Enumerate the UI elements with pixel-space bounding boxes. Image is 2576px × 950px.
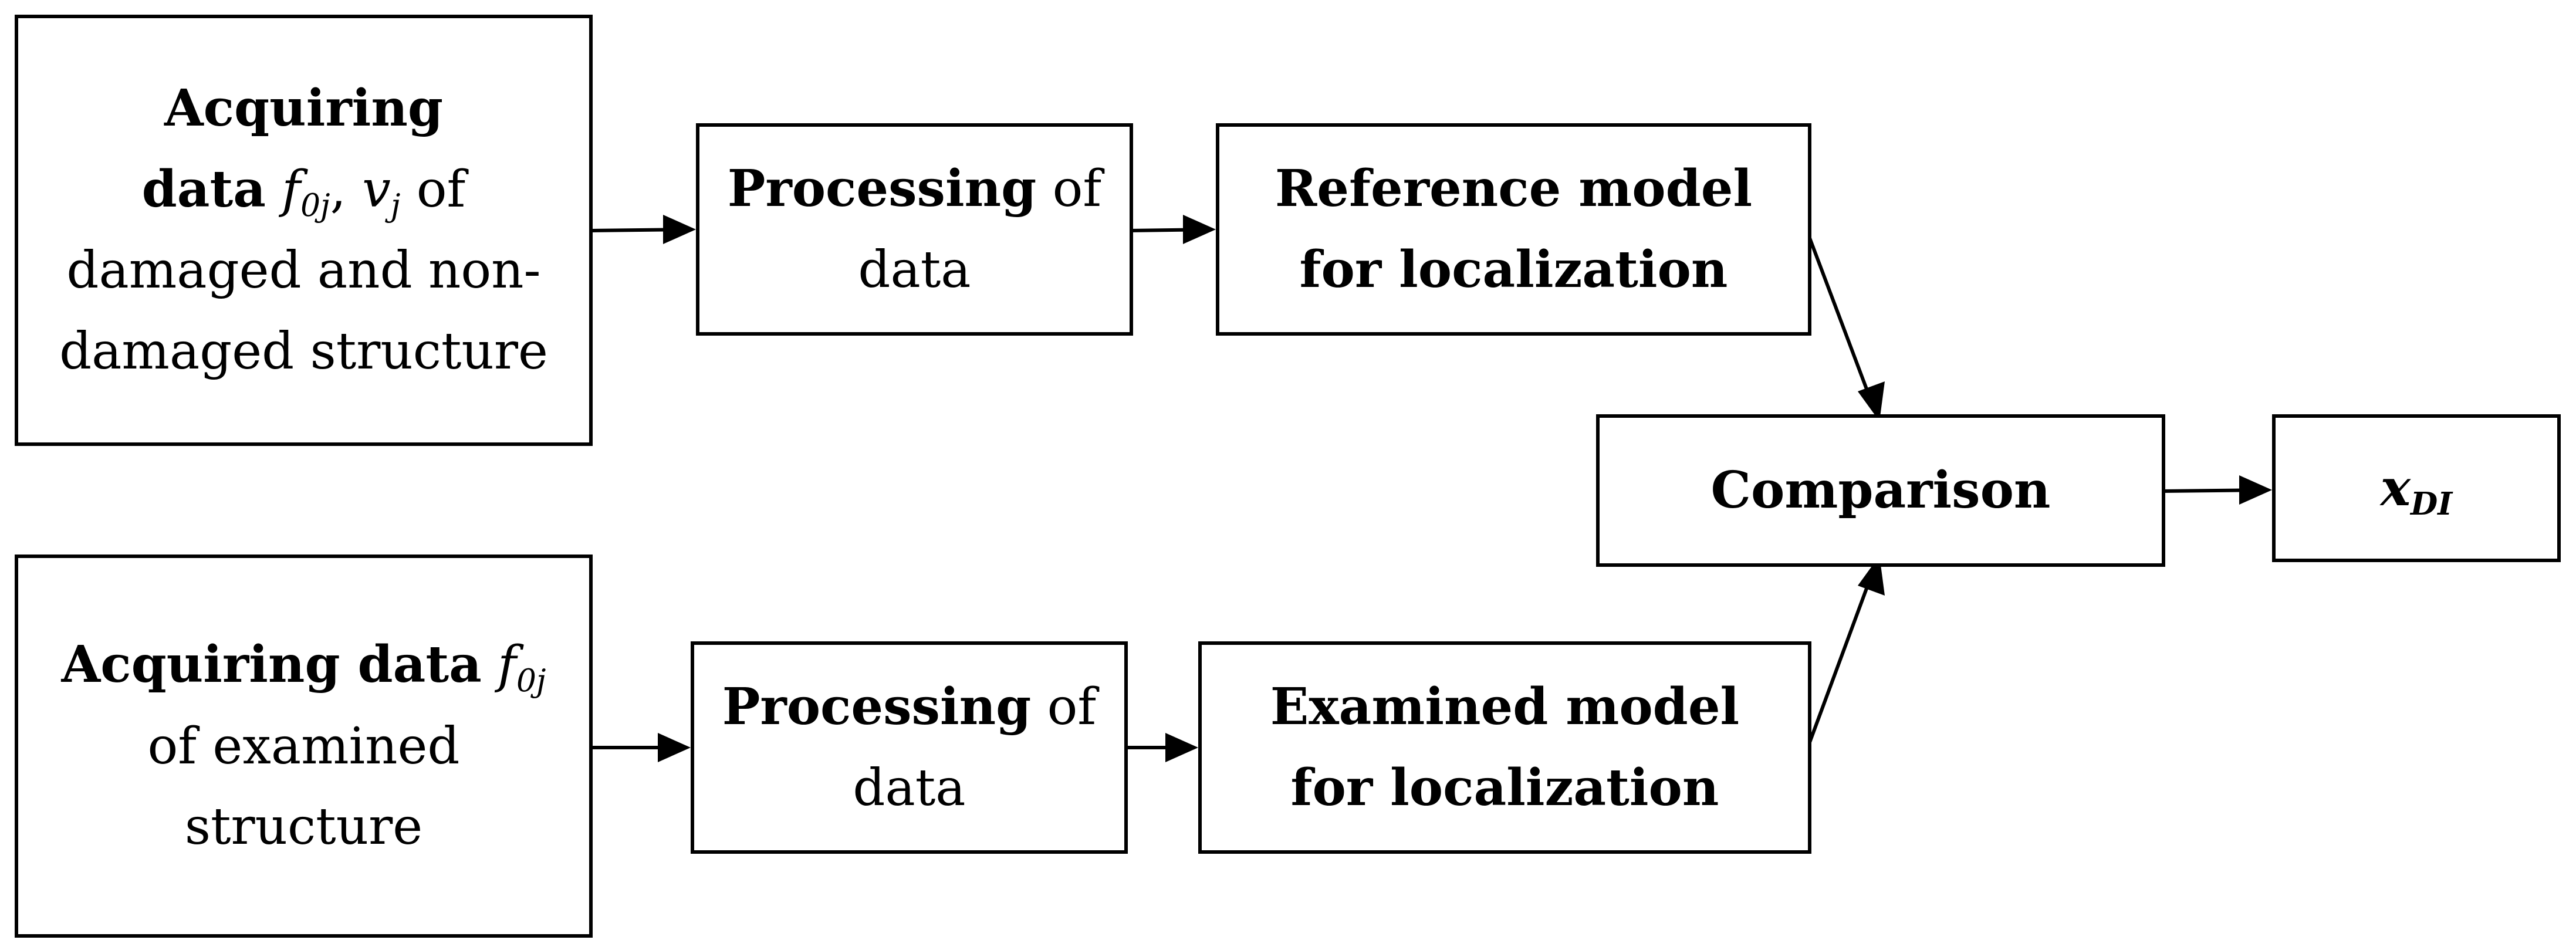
reference-model-line1: Reference model [1275,159,1753,219]
arrowhead-5 [658,733,691,762]
arrowhead-4 [2239,475,2272,505]
arrowhead-1 [663,215,696,244]
reference-model-line2: for localization [1299,240,1728,299]
acquire-top-of: of [416,160,466,219]
acquire-bottom-line3: structure [184,797,423,857]
acquire-data-damaged-text: Acquiring data f0j, vj of damaged and no… [59,68,548,392]
processing-top-box: Processing of data [696,123,1133,336]
comparison-box: Comparison [1596,414,2165,567]
processing-top-line2: data [858,240,971,299]
output-sub: DI [2411,485,2453,522]
output-x: x [2380,458,2411,518]
acquire-top-line2: data f0j, vj of [59,149,548,231]
reference-model-box: Reference model for localization [1216,123,1811,336]
acquire-top-line1: Acquiring [164,79,444,138]
processing-top-bold: Processing [727,158,1037,218]
acquire-top-data-word: data [141,160,266,219]
acquire-top-line4: damaged structure [59,322,548,381]
symbol-sep: , [330,160,346,219]
output-xdi-box: xDI [2272,414,2561,562]
examined-model-line2: for localization [1290,758,1719,817]
acquire-top-line3: damaged and non- [66,241,541,300]
symbol-f: f [282,160,301,219]
arrowhead-3 [1858,381,1885,421]
examined-model-line1: Examined model [1270,677,1740,737]
processing-top-rest: of [1036,159,1102,218]
output-xdi-text: xDI [2381,448,2452,529]
examined-model-text: Examined model for localization [1270,667,1739,828]
arrowhead-6 [1165,733,1198,762]
arrow-reference-to-comparison [1806,231,1877,412]
processing-bottom-text: Processing of data [722,667,1097,829]
acquire-data-examined-text: Acquiring data f0j of examined structure [62,624,546,867]
symbol-f-bottom: f [498,635,517,695]
symbol-f-bottom-sub: 0j [516,662,546,699]
arrow-examined-to-comparison [1806,565,1877,750]
symbol-f-sub: 0j [300,187,330,224]
acquire-data-damaged-box: Acquiring data f0j, vj of damaged and no… [15,15,593,446]
processing-bottom-box: Processing of data [691,641,1128,854]
processing-bottom-bold: Processing [722,677,1032,736]
comparison-label: Comparison [1710,461,2051,520]
acquire-data-examined-box: Acquiring data f0j of examined structure [15,555,593,938]
symbol-v: v [362,160,391,219]
acquire-bottom-line1: Acquiring data [61,635,482,695]
arrowhead-2 [1183,215,1216,244]
examined-model-box: Examined model for localization [1198,641,1811,854]
acquire-bottom-line2: of examined [147,716,460,776]
processing-top-text: Processing of data [728,148,1102,310]
processing-bottom-rest: of [1031,677,1097,736]
processing-bottom-line2: data [853,758,966,817]
symbol-v-sub: j [390,187,401,224]
reference-model-text: Reference model for localization [1275,148,1752,310]
